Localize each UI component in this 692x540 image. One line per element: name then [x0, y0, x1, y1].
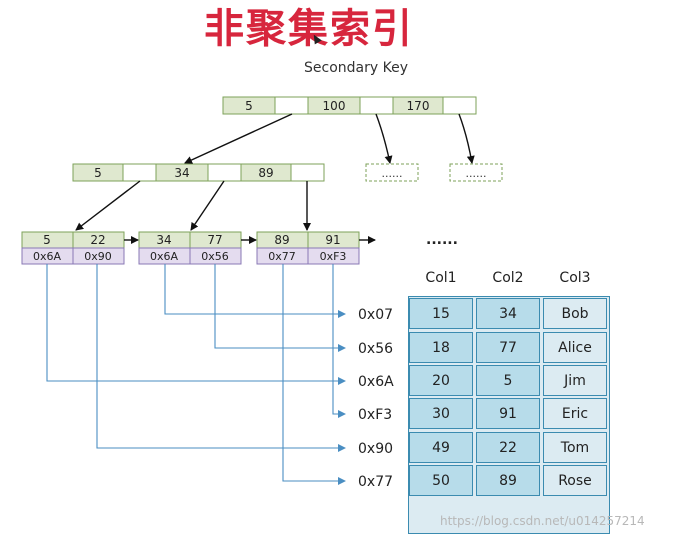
leaf1-ptr-1: 0x90: [84, 250, 112, 263]
row-address-4: 0x90: [358, 441, 393, 457]
arrow-root-to-placeholder-2: [458, 113, 475, 164]
table-cell: Jim: [543, 365, 607, 396]
placeholder-node-2: [449, 163, 503, 182]
placeholder-node-1: [365, 163, 419, 182]
root-node: 5 100 170: [222, 96, 477, 115]
link-leaf2-ptr1-to-0x56: [214, 264, 346, 352]
arrow-root-to-level2: [184, 113, 293, 164]
link-leaf3-ptr0-to-0x77: [282, 264, 346, 485]
level2-key-1: 34: [174, 166, 189, 180]
arrow-level2-to-leaf-2: [190, 180, 225, 231]
arrow-level2-to-leaf-1: [75, 180, 141, 231]
leaf2-ptr-1: 0x56: [201, 250, 229, 263]
row-address-0: 0x07: [358, 307, 393, 323]
link-leaf2-ptr0-to-0x07: [164, 264, 346, 318]
table-cell: 49: [409, 432, 473, 463]
leaf3-key-0: 89: [274, 233, 289, 247]
table-cell: Rose: [543, 465, 607, 496]
table-cell: Alice: [543, 332, 607, 363]
table-cell: 18: [409, 332, 473, 363]
root-key-2: 170: [407, 99, 430, 113]
table-header-col3: Col3: [559, 270, 591, 286]
leaf2-ptr-0: 0x6A: [150, 250, 179, 263]
row-address-5: 0x77: [358, 474, 393, 490]
row-address-1: 0x56: [358, 341, 393, 357]
table-cell: 22: [476, 432, 540, 463]
table-cell: 89: [476, 465, 540, 496]
table-cell: 91: [476, 398, 540, 429]
level2-node: 5 34 89: [72, 163, 325, 182]
table-cell: Tom: [543, 432, 607, 463]
root-key-0: 5: [245, 99, 253, 113]
table-cell: Bob: [543, 298, 607, 329]
leaf3-key-1: 91: [325, 233, 340, 247]
placeholder-ellipsis-1: ......: [382, 167, 403, 180]
leaf-node-1: 5 22 0x6A 0x90: [21, 231, 125, 265]
table-cell: Eric: [543, 398, 607, 429]
row-address-3: 0xF3: [358, 407, 392, 423]
page-title: 非聚集索引: [204, 6, 414, 52]
level2-key-2: 89: [258, 166, 273, 180]
table-cell: 20: [409, 365, 473, 396]
table-cell: 15: [409, 298, 473, 329]
placeholder-ellipsis-2: ......: [466, 167, 487, 180]
link-leaf3-ptr1-to-0xF3: [332, 264, 346, 418]
diagram-subtitle: Secondary Key: [304, 60, 408, 76]
leaf-chain-ellipsis: ......: [426, 232, 458, 248]
leaf-node-3: 89 91 0x77 0xF3: [256, 231, 360, 265]
leaf3-ptr-1: 0xF3: [320, 250, 347, 263]
leaf1-ptr-0: 0x6A: [33, 250, 62, 263]
arrow-root-to-placeholder-1: [375, 113, 393, 164]
watermark-url: https://blog.csdn.net/u014257214: [440, 514, 645, 528]
leaf2-key-0: 34: [156, 233, 171, 247]
leaf3-ptr-0: 0x77: [268, 250, 296, 263]
level2-key-0: 5: [94, 166, 102, 180]
leaf-node-2: 34 77 0x6A 0x56: [138, 231, 242, 265]
table-cell: 34: [476, 298, 540, 329]
table-header-col1: Col1: [425, 270, 457, 286]
root-key-1: 100: [323, 99, 346, 113]
leaf1-key-0: 5: [43, 233, 51, 247]
table-header-col2: Col2: [492, 270, 524, 286]
link-leaf1-ptr1-to-0x90: [96, 264, 346, 452]
table-cell: 5: [476, 365, 540, 396]
leaf2-key-1: 77: [207, 233, 222, 247]
table-cell: 30: [409, 398, 473, 429]
table-cell: 50: [409, 465, 473, 496]
table-cell: 77: [476, 332, 540, 363]
link-leaf1-ptr0-to-0x6A: [46, 264, 346, 385]
row-address-2: 0x6A: [358, 374, 394, 390]
leaf1-key-1: 22: [90, 233, 105, 247]
